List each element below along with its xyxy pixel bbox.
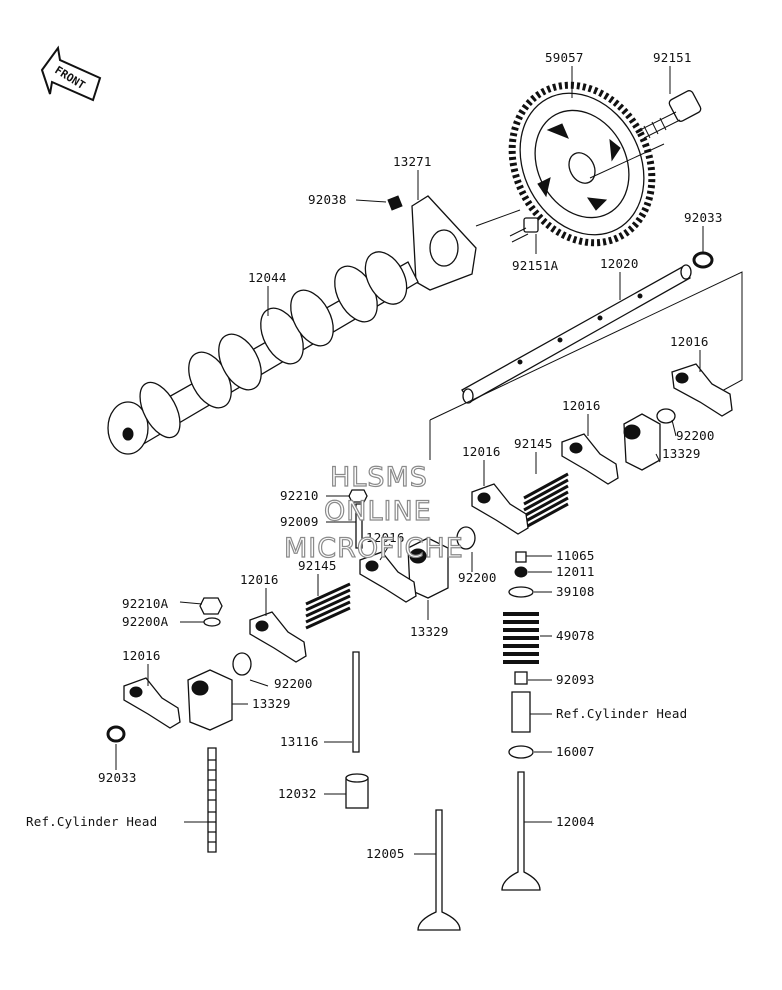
rocker-arm-center-left [359,551,417,603]
label-12020: 12020 [600,256,639,271]
label-92200-a: 92200 [676,428,715,443]
label-13116: 13116 [280,734,319,749]
spring-92145-b [305,582,351,630]
label-13329-a: 13329 [662,446,701,461]
rocker-arm-center [471,483,529,535]
label-ref-cylinder-head-left: Ref.Cylinder Head [26,814,157,829]
label-12016-e: 12016 [240,572,279,587]
label-92151: 92151 [653,50,692,65]
washer-92200a [203,617,221,627]
label-92151a: 92151A [512,258,559,273]
washer-92200-b [456,526,476,550]
leader-lines [115,66,704,855]
spring-92145-a [523,472,569,530]
label-11065: 11065 [556,548,595,563]
stud-bolt [207,747,217,853]
label-12005: 12005 [366,846,405,861]
woodruff-key [387,195,403,211]
label-12016-c: 12016 [462,444,501,459]
rocker-holder-right [623,413,661,471]
label-92210a: 92210A [122,596,169,611]
label-39108: 39108 [556,584,595,599]
small-bolt [509,217,539,243]
label-92200-b: 92200 [458,570,497,585]
label-13329-c: 13329 [252,696,291,711]
label-92093: 92093 [556,672,595,687]
part-labels: 59057 92151 13271 92038 92033 92151A 120… [26,50,723,861]
label-12016-f: 12016 [122,648,161,663]
label-ref-cylinder-head-right: Ref.Cylinder Head [556,706,687,721]
watermark: HLSMS ONLINE MICROFICHE [283,461,464,564]
rocker-arm-left [123,677,181,729]
adjuster-screw [355,503,363,549]
watermark-line-2: ONLINE [324,496,432,527]
label-92200-c: 92200 [274,676,313,691]
label-59057: 59057 [545,50,584,65]
gear-bolt [639,90,702,139]
nut-92210a [199,597,223,615]
label-92210: 92210 [280,488,319,503]
label-12016-a: 12016 [670,334,709,349]
rocker-shaft [461,264,692,404]
washer-92200-c [232,652,252,676]
circlip-bottom [106,725,126,743]
rocker-holder-left [187,669,233,731]
cam-gear [508,81,656,247]
label-92033-top: 92033 [684,210,723,225]
label-13271: 13271 [393,154,432,169]
label-12044: 12044 [248,270,287,285]
camshaft [107,251,419,455]
label-12011: 12011 [556,564,595,579]
watermark-line-3: MICROFICHE [284,533,464,564]
valve-12005 [417,809,461,931]
push-rod [352,651,360,753]
circlip-top [692,251,714,269]
valve-train-right [501,551,541,891]
label-12032: 12032 [278,786,317,801]
label-13329-b: 13329 [410,624,449,639]
label-12016-d: 12016 [366,530,405,545]
label-12016-b: 12016 [562,398,601,413]
label-92038: 92038 [308,192,347,207]
tappet [345,773,369,809]
label-49078: 49078 [556,628,595,643]
rocker-arm-right-top [671,363,733,417]
label-92145-a: 92145 [514,436,553,451]
thrust-plate [411,195,477,291]
washer-92200-a [656,408,676,424]
label-92145-b: 92145 [298,558,337,573]
label-92009: 92009 [280,514,319,529]
rocker-arm-left-mid [249,611,307,663]
label-92200a: 92200A [122,614,169,629]
label-92033-bottom: 92033 [98,770,137,785]
label-12004: 12004 [556,814,595,829]
label-16007: 16007 [556,744,595,759]
rocker-arm-right-mid [561,433,619,485]
front-arrow-icon: FRONT [40,45,102,102]
watermark-line-1: HLSMS [330,462,428,493]
